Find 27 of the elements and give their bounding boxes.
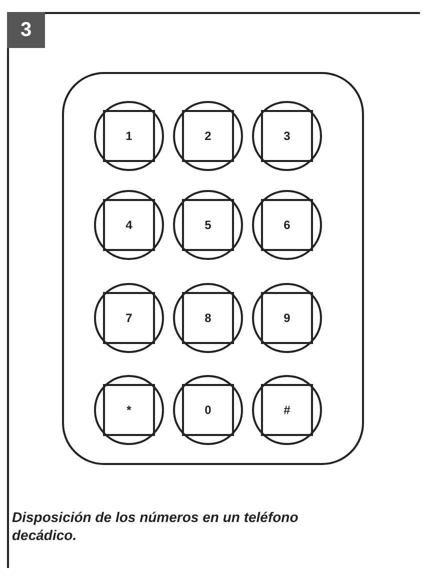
key-label: 6	[284, 218, 290, 232]
key-label: 4	[126, 218, 132, 232]
key-label: 0	[204, 403, 212, 417]
key-label: 1	[126, 129, 132, 143]
keypad-key	[172, 189, 244, 261]
keypad-key	[93, 374, 165, 446]
key-label: 2	[204, 129, 212, 143]
key-label: 5	[204, 218, 212, 232]
caption: Disposición de los números en un teléfono decádico.	[12, 508, 300, 544]
key-label: *	[126, 403, 132, 417]
keypad-key	[172, 100, 244, 172]
keypad-key	[172, 374, 244, 446]
keypad-key	[251, 100, 323, 172]
key-label: 9	[284, 311, 290, 325]
keypad-key	[251, 282, 323, 354]
figure-number: 3	[7, 12, 45, 48]
keypad-key	[93, 282, 165, 354]
keypad-panel	[62, 72, 364, 465]
keypad-key	[93, 100, 165, 172]
keypad-key	[251, 189, 323, 261]
key-label: #	[284, 403, 290, 417]
keypad-key	[172, 282, 244, 354]
keypad-key	[93, 189, 165, 261]
key-label: 8	[204, 311, 212, 325]
key-label: 3	[284, 129, 290, 143]
key-label: 7	[126, 311, 132, 325]
keypad-key	[251, 374, 323, 446]
